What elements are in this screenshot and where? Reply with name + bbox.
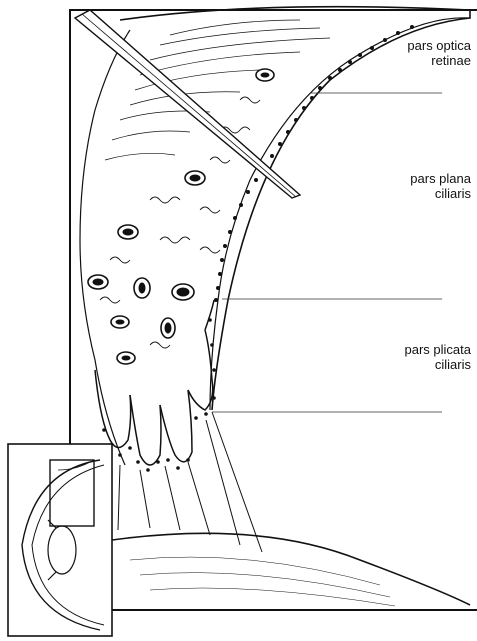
sclera-hatching [105,20,330,160]
label-pars-optica-retinae: pars optica retinae [407,38,471,68]
needle [75,10,300,198]
label-line: ciliaris [410,186,471,201]
tissue-inner-edge [80,30,130,465]
label-line: pars optica [407,38,471,53]
label-pars-plicata-ciliaris: pars plicata ciliaris [405,342,471,372]
inset-eye-diagram [8,444,112,636]
label-line: pars plana [410,171,471,186]
label-line: ciliaris [405,357,471,372]
main-frame [70,10,477,610]
stroma-fibers [100,97,260,348]
zonule-fibers [118,412,262,552]
label-pars-plana-ciliaris: pars plana ciliaris [410,171,471,201]
lens-surface [112,533,470,605]
label-line: retinae [407,53,471,68]
stroma-vessels [88,69,274,364]
ciliary-dots [102,318,216,472]
label-line: pars plicata [405,342,471,357]
pigment-epithelium [214,25,414,302]
